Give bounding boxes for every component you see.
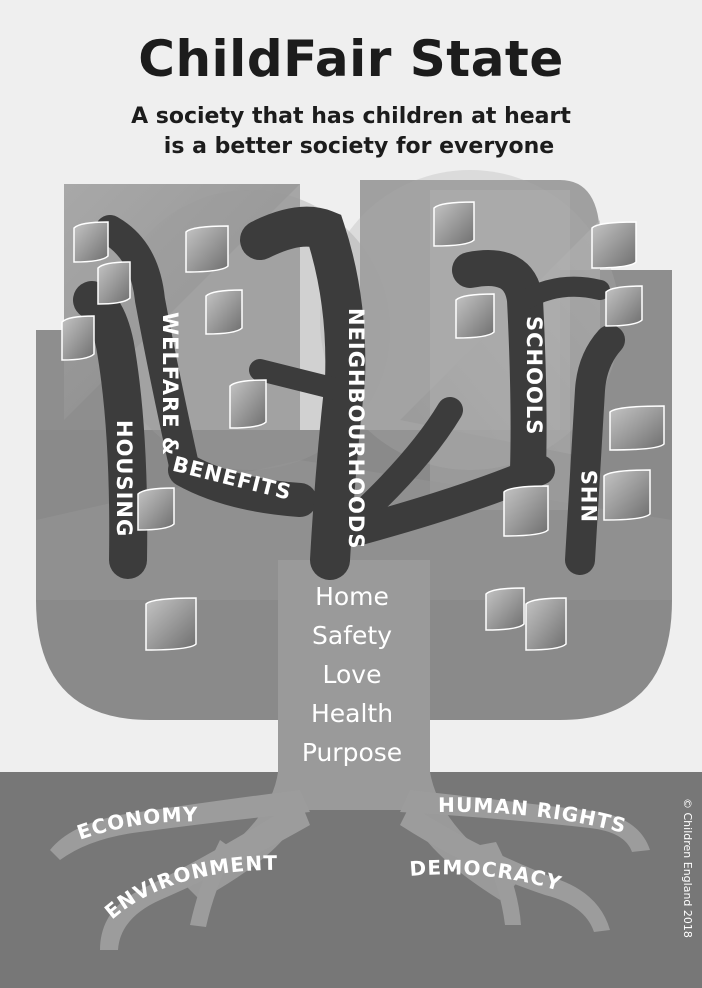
leaf-icon [591,221,637,269]
branch-label-neighbourhoods: NEIGHBOURHOODS [344,308,368,550]
copyright-notice: © Children England 2018 [681,798,694,938]
page-title: ChildFair State [138,30,564,88]
branches [73,206,625,580]
leaf-icon [185,225,229,273]
leaf-icon [205,289,243,335]
leaf-icon [605,285,643,327]
leaf-icon [145,597,197,651]
leaf-icon [433,201,475,247]
trunk-value-love: Love [322,660,382,689]
subtitle-line-1: A society that has children at heart [131,104,571,129]
leaf-icon [61,315,95,361]
branch-label-schools: SCHOOLS [522,316,546,436]
leaf-icon [503,485,549,537]
branch-label-nhs: NHS [578,468,602,522]
leaf-icon [455,293,495,339]
subtitle-line-2: is a better society for everyone [163,134,555,159]
leaf-icon [603,469,651,521]
trunk-value-safety: Safety [312,621,392,650]
leaf-icon [485,587,525,631]
leaf-icon [229,379,267,429]
trunk-value-home: Home [315,582,389,611]
roots [50,790,650,950]
trunk-value-health: Health [310,699,394,728]
branch-label-welfare: WELFARE & [158,312,182,457]
leaf-icon [609,405,665,451]
leaf-icon [97,261,131,305]
leaves [61,201,665,651]
leaf-icon [525,597,567,651]
trunk-value-purpose: Purpose [301,738,403,767]
leaf-icon [73,221,109,263]
leaf-icon [137,487,175,531]
branch-label-housing: HOUSING [112,420,136,538]
